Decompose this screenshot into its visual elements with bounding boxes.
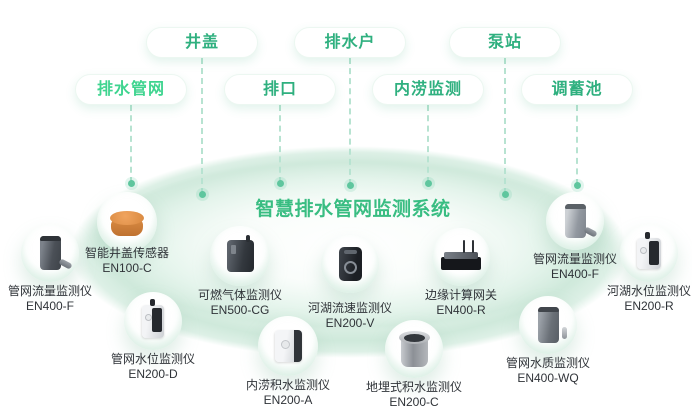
device-name: 河湖流速监测仪 bbox=[307, 301, 393, 315]
device-halo bbox=[384, 320, 443, 378]
device-halo bbox=[257, 316, 318, 376]
device-name: 管网水位监测仪 bbox=[110, 352, 196, 366]
device-river-velocity-monitor: 河湖流速监测仪 EN200-V bbox=[308, 235, 392, 331]
device-name: 管网流量监测仪 bbox=[532, 252, 618, 266]
device-name: 管网水质监测仪 bbox=[505, 356, 591, 370]
connector-line bbox=[199, 58, 206, 198]
device-model: EN200-A bbox=[263, 393, 313, 407]
device-water-quality-monitor: 管网水质监测仪 EN400-WQ bbox=[506, 296, 590, 386]
device-halo bbox=[123, 292, 182, 350]
device-pipe-flow-monitor-left: 管网流量监测仪 EN400-F bbox=[8, 224, 92, 314]
tag-storage-tank[interactable]: 调蓄池 bbox=[521, 74, 633, 105]
device-halo bbox=[320, 235, 379, 293]
device-name: 地埋式积水监测仪 bbox=[365, 380, 463, 394]
combustible-gas-monitor-icon bbox=[226, 235, 254, 272]
device-model: EN400-F bbox=[25, 299, 75, 313]
edge-gateway-icon bbox=[440, 239, 481, 270]
device-name: 可燃气体监测仪 bbox=[197, 288, 283, 302]
pipe-flow-monitor-icon bbox=[564, 204, 586, 238]
device-name: 内涝积水监测仪 bbox=[245, 378, 331, 392]
waterlogging-monitor-icon bbox=[274, 330, 302, 362]
device-model: EN200-V bbox=[325, 316, 375, 330]
device-halo bbox=[518, 296, 577, 354]
device-model: EN400-F bbox=[550, 267, 600, 281]
connector-line bbox=[574, 105, 581, 189]
device-halo bbox=[545, 192, 604, 250]
pipe-flow-monitor-icon bbox=[39, 236, 61, 270]
connector-line bbox=[502, 58, 509, 198]
tag-waterlogging-monitoring[interactable]: 内涝监测 bbox=[372, 74, 484, 105]
device-gas-monitor: 可燃气体监测仪 EN500-CG bbox=[198, 226, 282, 318]
system-title: 智慧排水管网监测系统 bbox=[255, 199, 451, 220]
tag-pump-station[interactable]: 泵站 bbox=[449, 27, 561, 58]
device-buried-water-monitor: 地埋式积水监测仪 EN200-C bbox=[366, 320, 462, 410]
device-pipe-level-monitor: 管网水位监测仪 EN200-D bbox=[111, 292, 195, 382]
device-pipe-flow-monitor-right: 管网流量监测仪 EN400-F bbox=[533, 192, 617, 282]
device-halo bbox=[431, 228, 490, 286]
manhole-cover-sensor-icon bbox=[109, 210, 144, 236]
river-velocity-monitor-icon bbox=[338, 247, 362, 281]
device-halo bbox=[20, 224, 79, 282]
device-name: 智能井盖传感器 bbox=[84, 246, 170, 260]
tag-drainage-household[interactable]: 排水户 bbox=[294, 27, 406, 58]
device-model: EN200-D bbox=[128, 367, 178, 381]
device-manhole-sensor: 智能井盖传感器 EN100-C bbox=[85, 192, 169, 276]
connector-line bbox=[128, 105, 135, 187]
water-quality-monitor-icon bbox=[537, 307, 567, 343]
device-halo bbox=[96, 192, 157, 252]
connector-line bbox=[347, 58, 354, 189]
pipe-level-monitor-icon bbox=[141, 298, 164, 338]
device-model: EN100-C bbox=[102, 261, 152, 275]
device-waterlogging-monitor: 内涝积水监测仪 EN200-A bbox=[246, 316, 330, 408]
device-name: 边缘计算网关 bbox=[424, 288, 498, 302]
device-model: EN200-C bbox=[389, 395, 439, 409]
buried-water-monitor-icon bbox=[398, 331, 430, 367]
device-halo bbox=[619, 224, 678, 282]
device-model: EN400-R bbox=[436, 303, 486, 317]
device-model: EN400-WQ bbox=[517, 371, 579, 385]
device-model: EN200-R bbox=[624, 299, 674, 313]
tag-drainage-network[interactable]: 排水管网 bbox=[75, 74, 187, 105]
tag-manhole-cover[interactable]: 井盖 bbox=[146, 27, 258, 58]
device-halo bbox=[209, 226, 270, 286]
device-river-level-monitor: 河湖水位监测仪 EN200-R bbox=[607, 224, 691, 314]
connector-line bbox=[425, 105, 432, 187]
connector-line bbox=[277, 105, 284, 187]
tag-outlet[interactable]: 排口 bbox=[224, 74, 336, 105]
device-name: 管网流量监测仪 bbox=[7, 284, 93, 298]
device-edge-gateway: 边缘计算网关 EN400-R bbox=[425, 228, 497, 318]
device-name: 河湖水位监测仪 bbox=[606, 284, 692, 298]
device-model: EN500-CG bbox=[210, 303, 270, 317]
river-level-monitor-icon bbox=[636, 231, 661, 269]
